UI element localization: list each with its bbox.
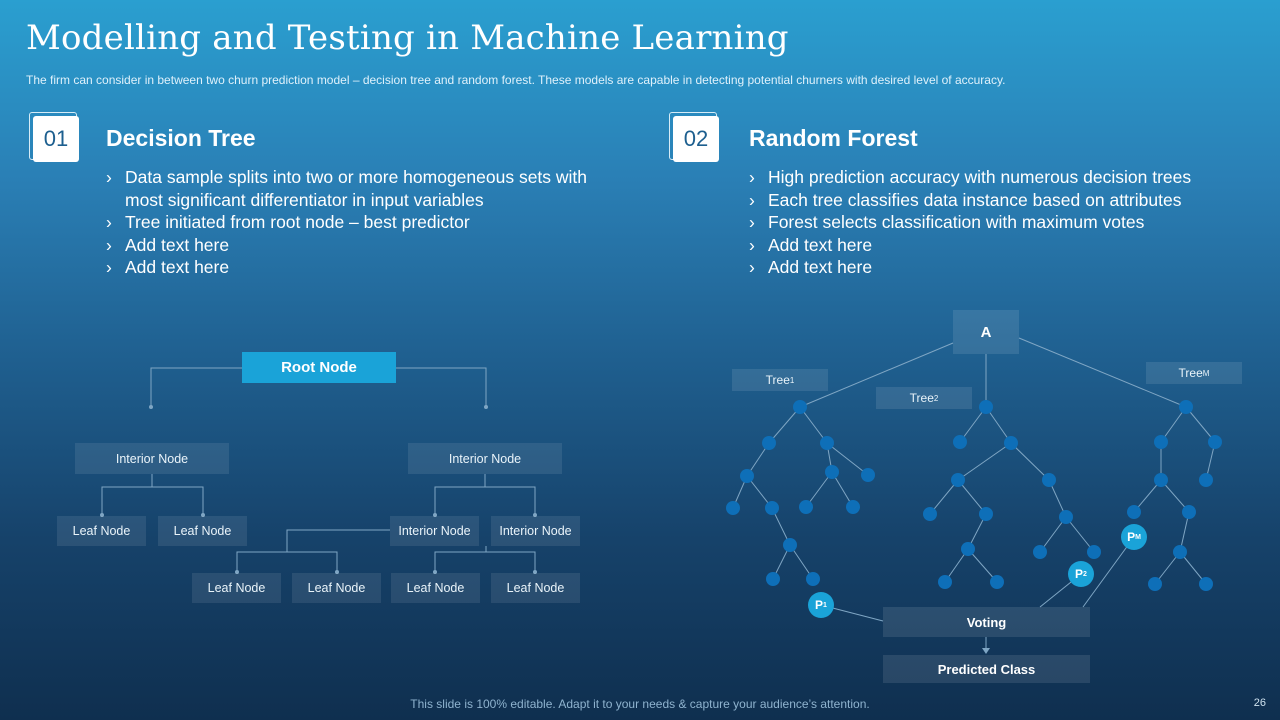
leaf-node: Leaf Node [158, 516, 247, 546]
bullet-item: ›Add text here [749, 234, 873, 255]
predicted-class-box: Predicted Class [883, 655, 1090, 683]
bullet-item: ›Data sample splits into two or more hom… [106, 167, 588, 210]
chevron-right-icon: › [106, 212, 112, 232]
section-number: 01 [33, 116, 79, 162]
decision-tree-connectors [101, 367, 536, 573]
chevron-right-icon: › [106, 257, 112, 277]
page-number: 26 [1253, 697, 1266, 709]
chevron-right-icon: › [106, 234, 112, 255]
chevron-right-icon: › [749, 167, 755, 187]
interior-node-left: Interior Node [75, 443, 229, 474]
decision-tree-dots [100, 405, 537, 574]
chevron-right-icon: › [106, 167, 112, 187]
bullet-item: ›High prediction accuracy with numerous … [749, 167, 1192, 187]
bullet-item: ›Tree initiated from root node – best pr… [106, 212, 470, 232]
section-number: 02 [673, 116, 719, 162]
chevron-right-icon: › [749, 189, 755, 210]
interior-node-right: Interior Node [408, 443, 562, 474]
random-forest-tree-nodes [726, 400, 1222, 591]
section-number-box-01: 01 [29, 112, 79, 162]
leaf-node: Leaf Node [57, 516, 146, 546]
page-subtitle: The firm can consider in between two chu… [26, 73, 1006, 87]
section-number-box-02: 02 [669, 112, 719, 162]
random-forest-bullets: ›High prediction accuracy with numerous … [749, 166, 1259, 279]
leaf-node: Leaf Node [192, 573, 281, 603]
bullet-item: ›Add text here [106, 257, 230, 277]
section-heading-random-forest: Random Forest [749, 125, 918, 151]
leaf-node: Leaf Node [391, 573, 480, 603]
voting-box: Voting [883, 607, 1090, 637]
arrow-down-icon [982, 648, 990, 654]
chevron-right-icon: › [749, 212, 755, 232]
root-node: Root Node [242, 352, 396, 383]
bullet-item: ›Add text here [106, 234, 230, 255]
bullet-item: ›Forest selects classification with maxi… [749, 212, 1145, 232]
interior-node: Interior Node [390, 516, 479, 546]
input-node-a: A [953, 310, 1019, 354]
bullet-item: ›Add text here [749, 257, 873, 277]
bullet-item: ›Each tree classifies data instance base… [749, 189, 1182, 210]
section-heading-decision-tree: Decision Tree [106, 125, 256, 151]
leaf-node: Leaf Node [491, 573, 580, 603]
decision-tree-bullets: ›Data sample splits into two or more hom… [106, 166, 606, 279]
chevron-right-icon: › [749, 234, 755, 255]
leaf-node: Leaf Node [292, 573, 381, 603]
page-title: Modelling and Testing in Machine Learnin… [26, 18, 789, 58]
footer-note: This slide is 100% editable. Adapt it to… [410, 697, 870, 711]
chevron-right-icon: › [749, 257, 755, 277]
interior-node: Interior Node [491, 516, 580, 546]
